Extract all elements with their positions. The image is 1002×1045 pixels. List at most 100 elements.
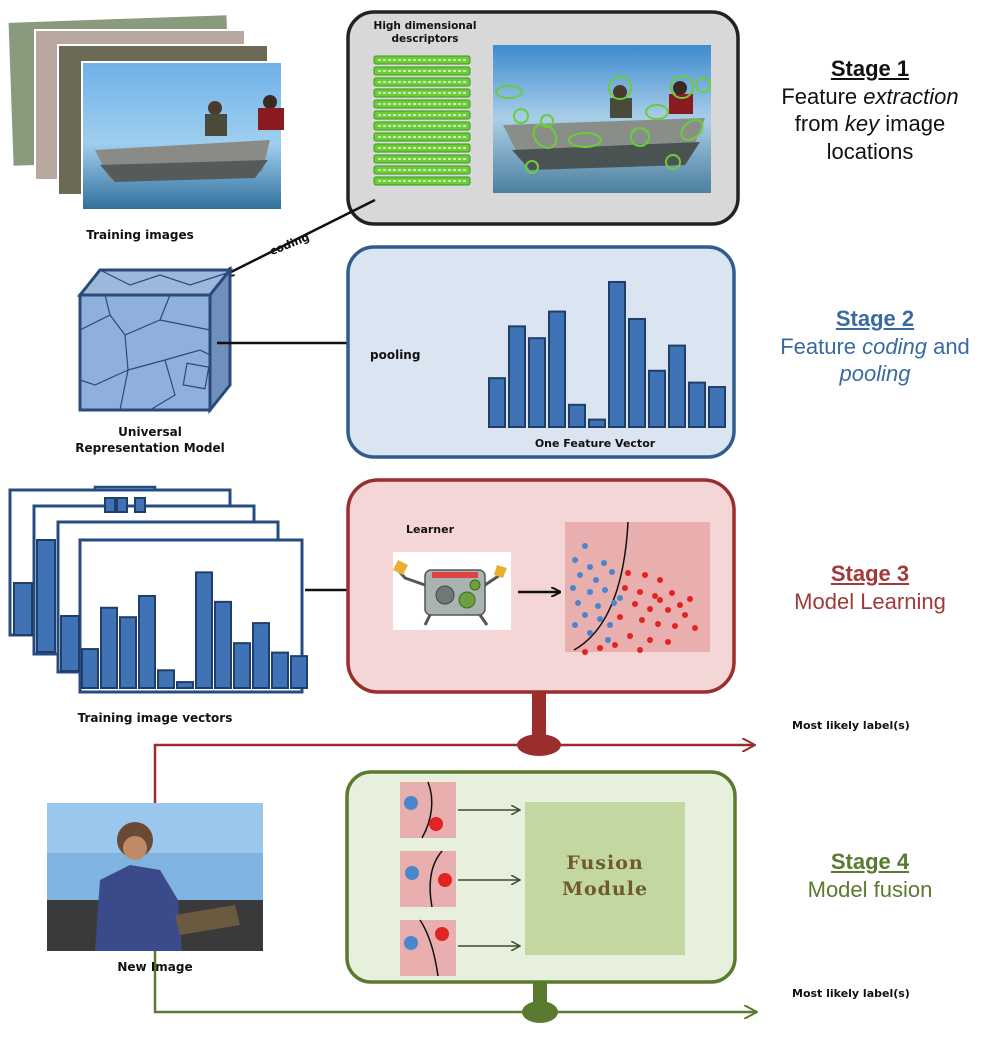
stage4-desc-text: Model fusion [770, 876, 970, 904]
descriptor-bar [373, 176, 471, 186]
scatter-point-blue [595, 603, 601, 609]
training-image-front [81, 61, 283, 211]
scatter-point-red [622, 585, 628, 591]
scatter-point-red [627, 633, 633, 639]
scatter-point-red [657, 597, 663, 603]
keypoint-marker [630, 127, 650, 147]
scatter-point-red [692, 625, 698, 631]
histogram-bar [628, 317, 646, 428]
histogram-bar [138, 594, 156, 690]
scatter-point-red [625, 570, 631, 576]
descriptor-bar [373, 66, 471, 76]
histogram-bar-back [36, 539, 56, 653]
learner-label: Learner [405, 523, 455, 536]
keypoint-marker [645, 104, 669, 120]
histogram-bar [688, 381, 706, 429]
scatter-point-blue [577, 572, 583, 578]
classifier-mini-1 [400, 781, 456, 839]
scatter-point-red [682, 612, 688, 618]
stage2-desc-part: and [926, 333, 970, 359]
representation-cube [76, 265, 234, 415]
training-image-stack [6, 13, 284, 211]
fusion-module-label: Fusion Module [561, 852, 649, 900]
scatter-point-blue [617, 595, 623, 601]
scatter-points [570, 543, 698, 655]
histogram-bar [708, 386, 726, 429]
scatter-point-red [665, 607, 671, 613]
stage2-description: Stage 2 Feature coding and pooling [770, 305, 980, 388]
stage1-desc-part: image locations [826, 111, 946, 164]
histogram-bar [233, 642, 251, 689]
scatter-point-red [652, 593, 658, 599]
scatter-point-red [647, 606, 653, 612]
stage3-title: Stage 3 [830, 561, 910, 586]
stage2-desc-part: coding [862, 333, 927, 359]
scatter-point-blue [602, 587, 608, 593]
feature-vector-label: One Feature Vector [534, 437, 656, 450]
stage3-output-stem [532, 692, 546, 745]
stage1-description: Stage 1 Feature extraction from key imag… [770, 55, 970, 165]
scatter-point-red [687, 596, 693, 602]
histogram-bar-back [104, 497, 116, 513]
training-vectors-caption: Training image vectors [77, 711, 233, 725]
scatter-point-blue [607, 622, 613, 628]
histogram-bar [176, 681, 194, 689]
bottom-label-line [153, 951, 757, 1012]
descriptor-bar [373, 55, 471, 65]
stage2-desc-part: Feature [780, 333, 863, 359]
histogram-bar [157, 669, 175, 689]
top-label-output: Most likely label(s) [792, 719, 910, 732]
scatter-point-blue [587, 630, 593, 636]
scatter-point-red [672, 623, 678, 629]
classifier-mini-3 [400, 919, 456, 977]
scatter-point-red [669, 590, 675, 596]
stage4-title: Stage 4 [830, 849, 910, 874]
new-image-caption: New Image [117, 960, 193, 974]
stage1-title: Stage 1 [830, 56, 910, 81]
histogram-bar-back [116, 497, 128, 513]
keypoint-marker [665, 154, 681, 170]
stage1-keypoint-image [493, 45, 711, 193]
descriptor-bar [373, 143, 471, 153]
bottom-label-output: Most likely label(s) [792, 987, 910, 1000]
scatter-point-red [647, 637, 653, 643]
scatter-point-blue [582, 612, 588, 618]
histogram-bar [119, 616, 137, 690]
descriptor-bar [373, 121, 471, 131]
histogram-bar [488, 377, 506, 429]
histogram-bar [214, 600, 232, 689]
stage1-desc-part: Feature [781, 83, 864, 109]
descriptor-bar [373, 154, 471, 164]
stage3-desc-part: Model Learning [794, 588, 946, 614]
pooling-label: pooling [370, 348, 421, 362]
keypoint-marker [670, 75, 694, 99]
histogram-bar-back [60, 615, 80, 672]
stage2-title: Stage 2 [835, 306, 915, 331]
descriptor-bar [373, 110, 471, 120]
stage4-description: Stage 4 Model fusion [770, 848, 970, 903]
scatter-point-red [665, 639, 671, 645]
fusion-module-box [525, 802, 685, 955]
histogram-bar [648, 369, 666, 429]
scatter-point-blue [587, 564, 593, 570]
stage1-desc-part: key [844, 111, 880, 136]
histogram-bar [608, 280, 626, 428]
stage3-description: Stage 3 Model Learning [770, 560, 970, 615]
histogram-bar [195, 571, 213, 689]
histogram-bar [548, 310, 566, 428]
scatter-point-blue [572, 622, 578, 628]
descriptor-bar [373, 88, 471, 98]
scatter-point-blue [605, 637, 611, 643]
keypoint-marker [513, 108, 529, 124]
training-images-caption: Training images [86, 228, 194, 242]
histogram-bar [528, 337, 546, 429]
descriptor-bar [373, 165, 471, 175]
scatter-point-red [637, 647, 643, 653]
scatter-point-red [655, 621, 661, 627]
keypoint-marker [525, 160, 539, 174]
scatter-point-red [642, 572, 648, 578]
stage2-desc-text: Feature coding and pooling [770, 333, 980, 388]
histogram-bar [568, 403, 586, 428]
scatter-point-blue [597, 616, 603, 622]
scatter-point-red [639, 617, 645, 623]
